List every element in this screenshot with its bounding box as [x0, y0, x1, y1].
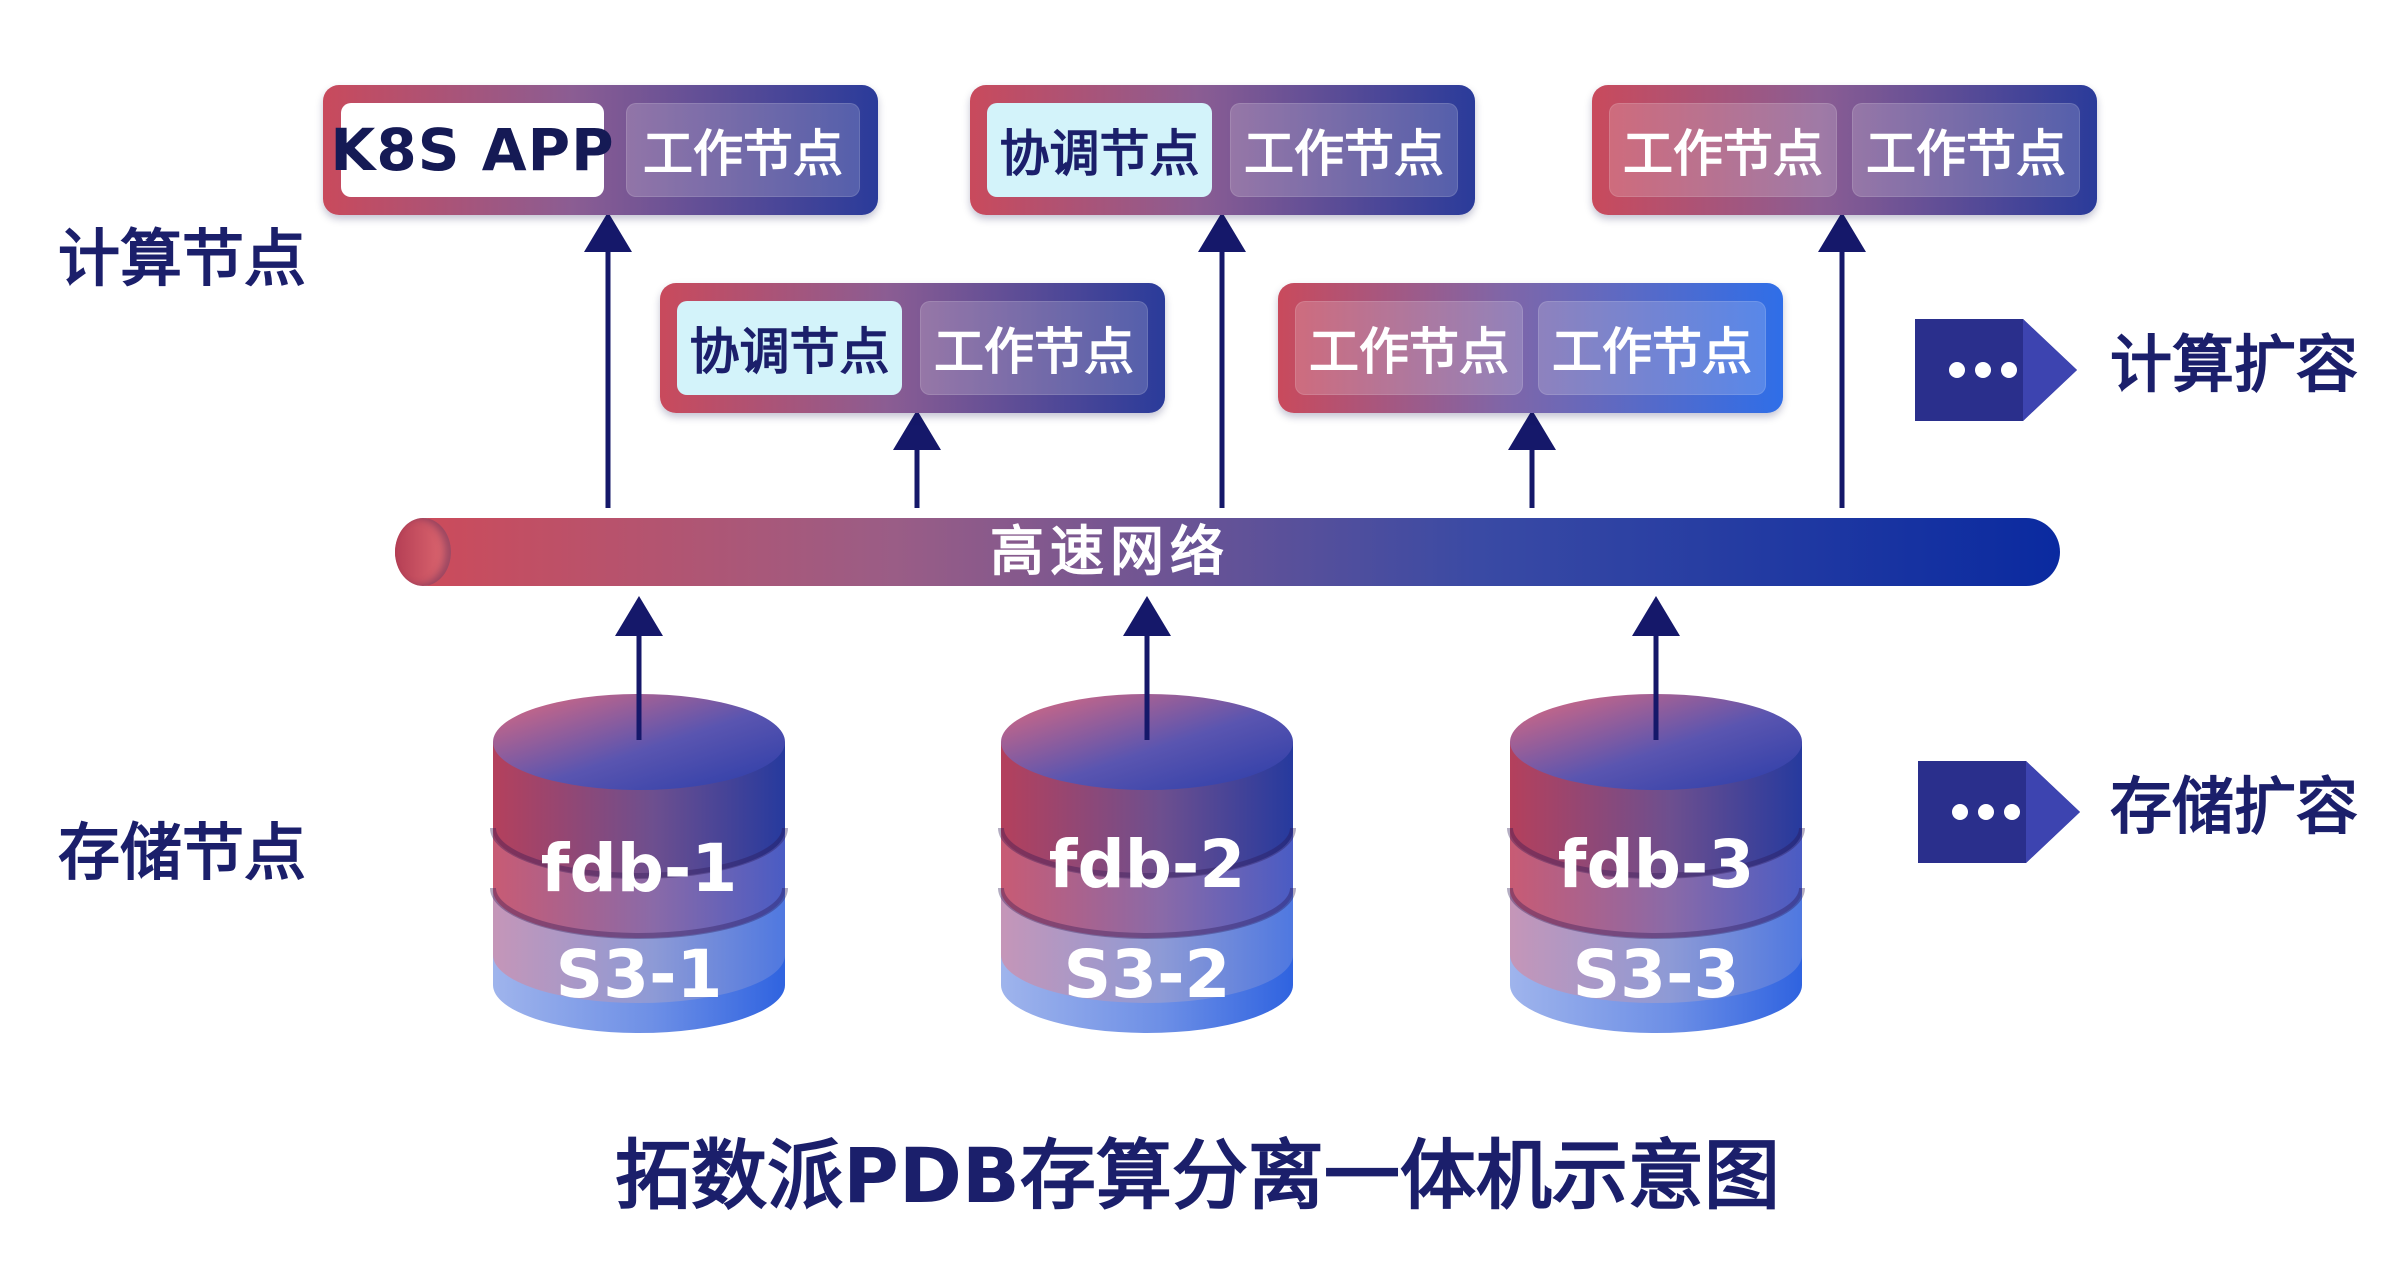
network-bus [395, 518, 2060, 586]
arrow-head [1123, 596, 1171, 636]
db-bottom-label: S3-2 [1063, 936, 1231, 1013]
arrow-head [1818, 212, 1866, 252]
arrow-head [893, 410, 941, 450]
worker-node-chip: 工作节点 [1230, 103, 1458, 197]
compute-nodes-label: 计算节点 [58, 222, 307, 295]
worker-node-chip: 工作节点 [1538, 301, 1766, 395]
compute-card-3: 工作节点 工作节点 [1592, 85, 2097, 215]
db-bottom-label: S3-1 [555, 936, 723, 1013]
coordinator-node-chip: 协调节点 [987, 103, 1212, 197]
storage-scale-chevron [1918, 761, 2080, 863]
arrow-head [1508, 410, 1556, 450]
worker-node-chip: 工作节点 [920, 301, 1148, 395]
network-bus-cap [395, 518, 451, 586]
storage-scale-label: 存储扩容 [2110, 770, 2359, 843]
database-fdb-1 [490, 694, 788, 1033]
compute-scale-label: 计算扩容 [2110, 328, 2359, 401]
compute-card-1: K8S APP 工作节点 [323, 85, 878, 215]
diagram-title: 拓数派PDB存算分离一体机示意图 [615, 1131, 1780, 1220]
database-fdb-3 [1507, 694, 1805, 1033]
k8s-app-chip: K8S APP [330, 103, 614, 197]
arrow-head [1198, 212, 1246, 252]
compute-card-4: 协调节点 工作节点 [660, 283, 1165, 413]
compute-card-5: 工作节点 工作节点 [1278, 283, 1783, 413]
arrow-head [584, 212, 632, 252]
db-top-label: fdb-3 [1557, 826, 1755, 903]
db-bottom-label: S3-3 [1572, 936, 1740, 1013]
worker-node-chip: 工作节点 [1609, 103, 1837, 197]
compute-card-2: 协调节点 工作节点 [970, 85, 1475, 215]
storage-nodes-label: 存储节点 [58, 816, 307, 889]
ellipsis-icon [1952, 804, 2020, 820]
arrow-head [615, 596, 663, 636]
db-top-label: fdb-2 [1048, 826, 1246, 903]
worker-node-chip: 工作节点 [1295, 301, 1523, 395]
network-label: 高速网络 [990, 520, 1230, 583]
worker-node-chip: 工作节点 [1852, 103, 2080, 197]
arrow-head [1632, 596, 1680, 636]
coordinator-node-chip: 协调节点 [677, 301, 902, 395]
db-top-label: fdb-1 [540, 830, 738, 907]
ellipsis-icon [1949, 362, 2017, 378]
compute-scale-chevron [1915, 319, 2077, 421]
database-fdb-2 [998, 694, 1296, 1033]
worker-node-chip: 工作节点 [626, 103, 860, 197]
